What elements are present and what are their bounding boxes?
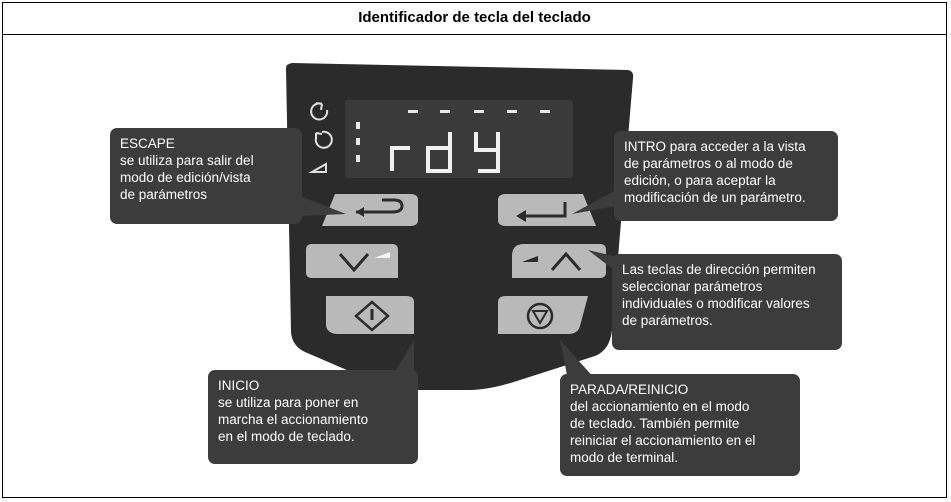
display-window (345, 100, 573, 178)
display-dashes (408, 110, 550, 113)
status-icons (308, 102, 333, 173)
ramp-up-icon (522, 256, 538, 262)
down-button[interactable] (306, 244, 398, 278)
diagram-title: Identificador de tecla del teclado (3, 3, 946, 35)
callout-enter: INTRO para acceder a la vista de parámet… (614, 131, 838, 221)
ramp-down-icon (374, 252, 390, 258)
stop-button[interactable] (498, 296, 588, 334)
escape-button[interactable] (322, 194, 418, 226)
enter-button[interactable] (498, 194, 596, 226)
callout-start: INICIO se utiliza para poner en marcha e… (208, 370, 418, 464)
rotation-ccw-icon (314, 130, 333, 149)
callout-escape: ESCAPE se utiliza para salir del modo de… (110, 128, 302, 224)
display-indicators (356, 122, 360, 162)
ramp-icon (308, 162, 327, 173)
callout-arrows: Las teclas de dirección permiten selecci… (612, 254, 842, 350)
display-readout-rdy (390, 132, 500, 173)
up-button[interactable] (512, 244, 606, 278)
callout-stop: PARADA/REINICIO del accionamiento en el … (560, 374, 800, 476)
start-button[interactable] (326, 296, 414, 334)
